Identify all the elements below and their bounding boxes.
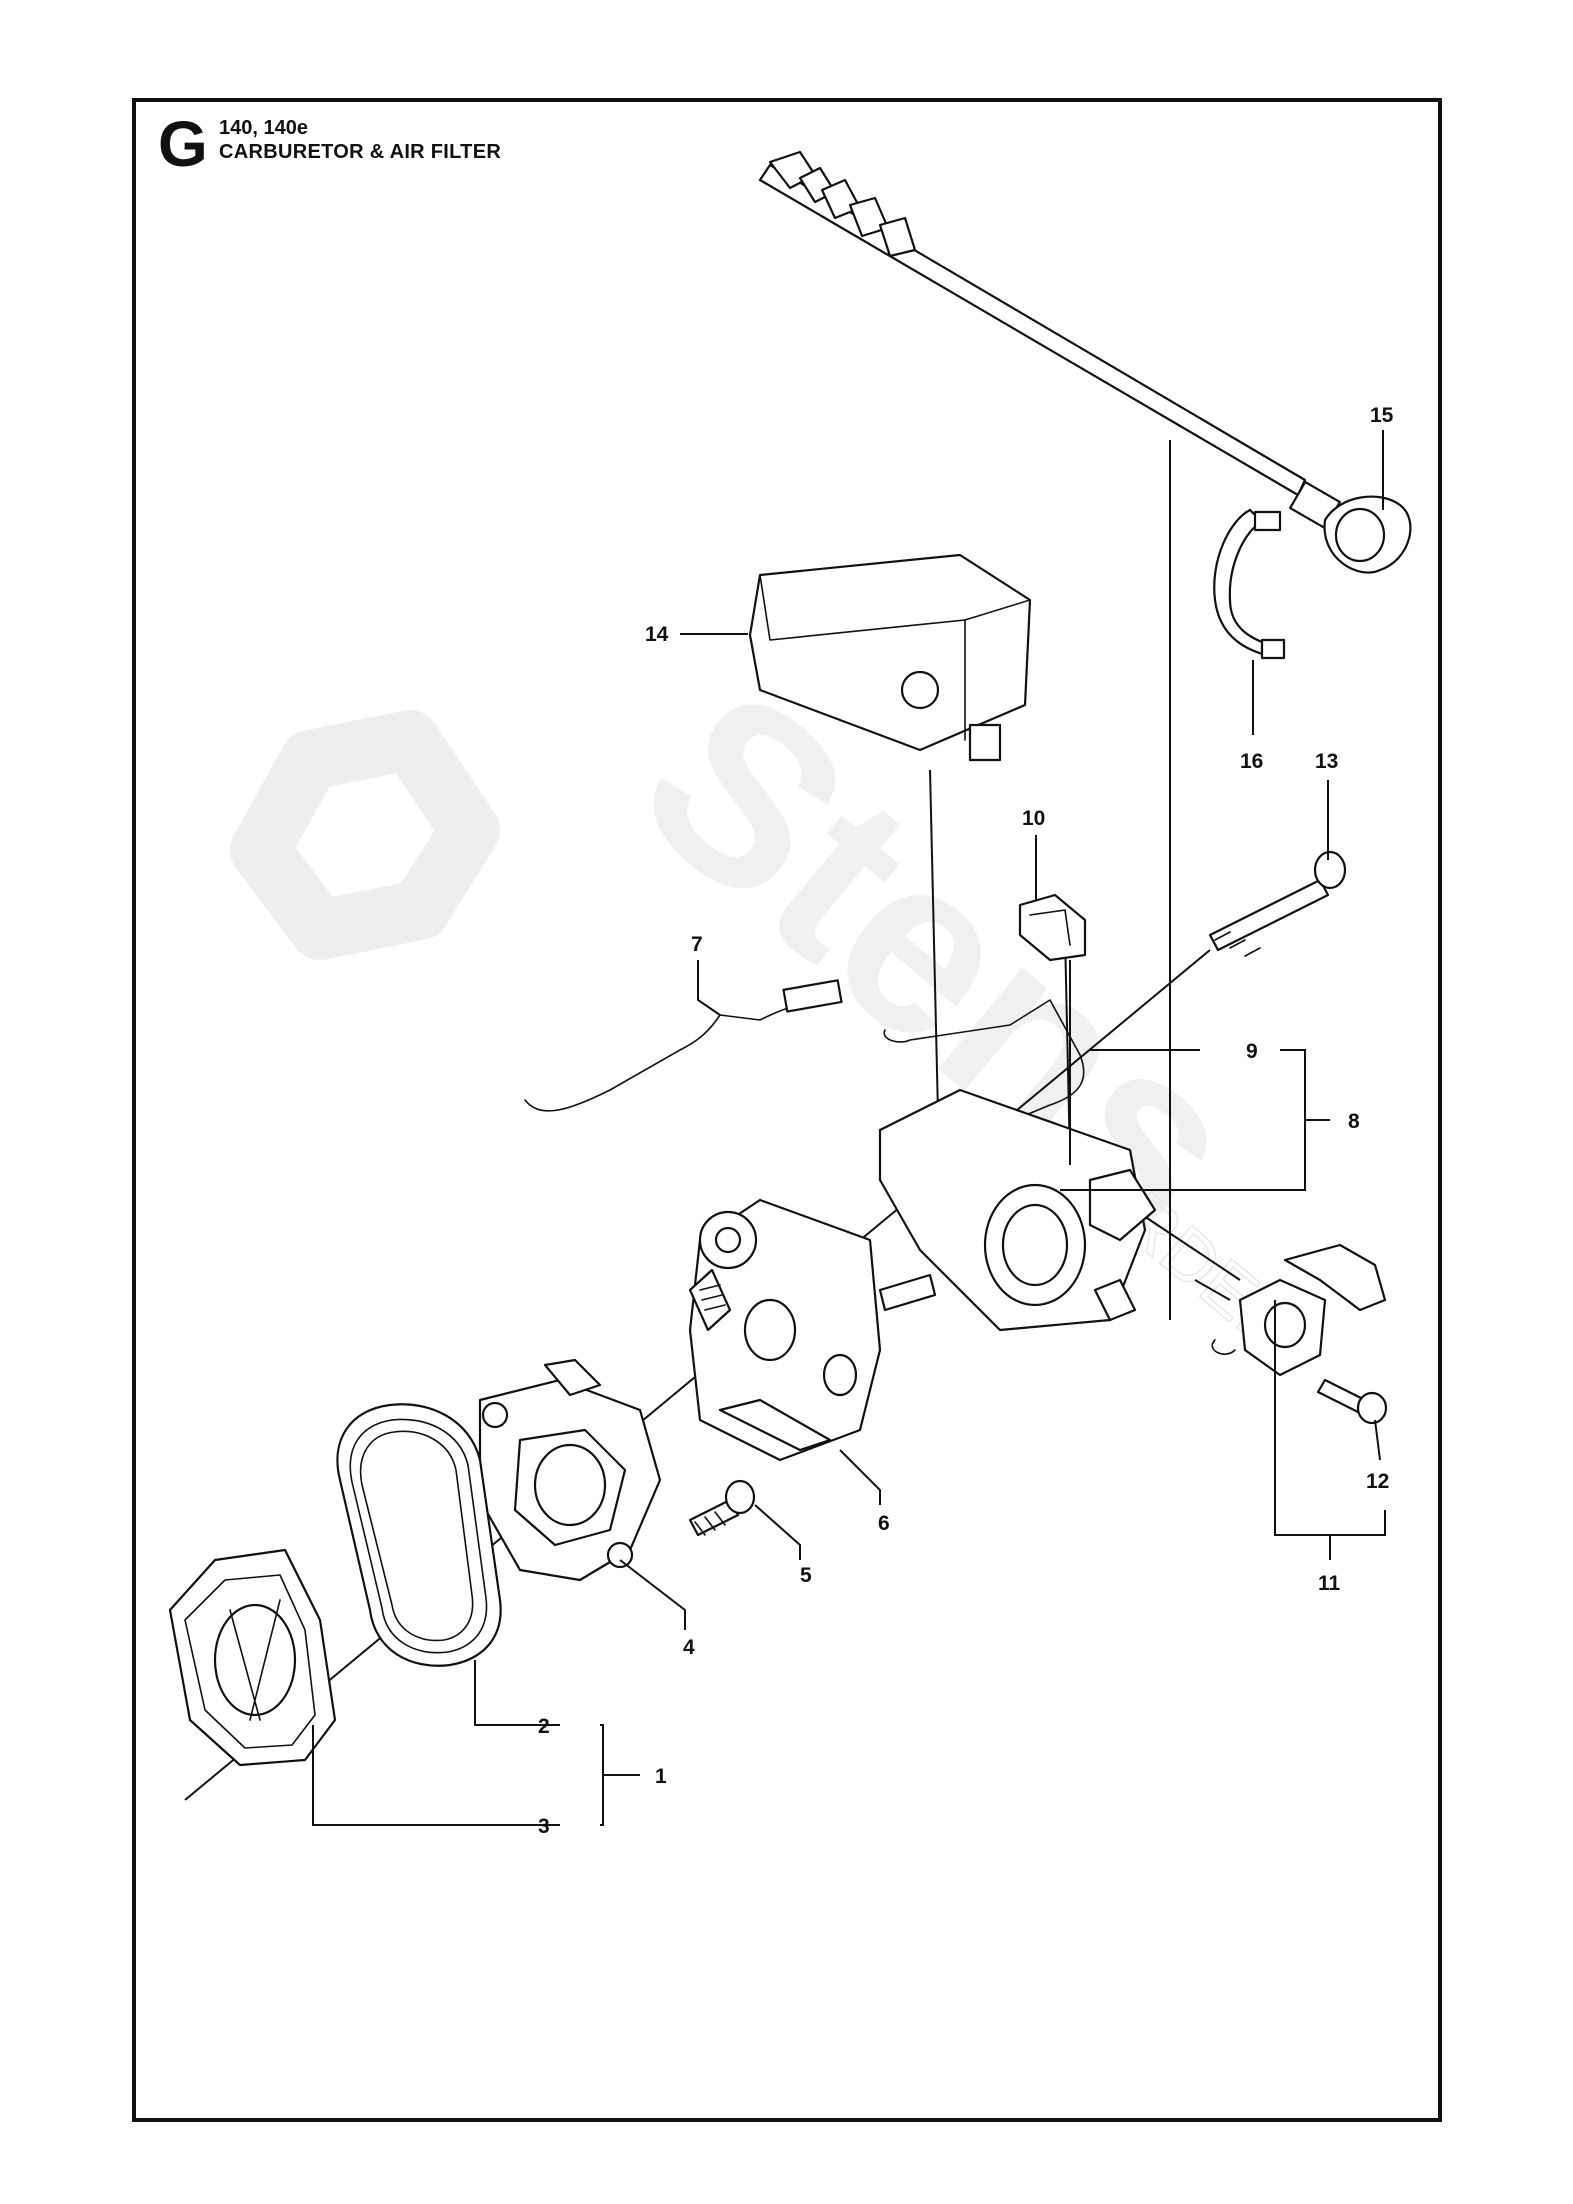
callout-6: 6: [878, 1512, 890, 1535]
intake-adapter-part: [478, 1358, 662, 1582]
choke-lever-part: [1211, 1243, 1387, 1377]
diagram-title: CARBURETOR & AIR FILTER: [219, 141, 502, 163]
callout-11: 11: [1318, 1572, 1341, 1595]
leader-lines: [312, 430, 1386, 1826]
callout-15: 15: [1370, 404, 1394, 427]
fuel-hose-part: [758, 150, 1412, 574]
callout-2: 2: [538, 1715, 550, 1738]
small-screw-part: [1316, 1378, 1388, 1425]
air-filter-cover-part: [748, 553, 1032, 762]
carburetor-housing-part: [878, 1088, 1157, 1332]
callout-13: 13: [1315, 750, 1338, 773]
carburetor-part: [688, 1198, 937, 1462]
callout-1: 1: [655, 1765, 667, 1788]
callout-3: 3: [538, 1815, 550, 1838]
screw-part: [688, 1479, 756, 1537]
air-filter-holder-part: [168, 1548, 337, 1767]
callout-10: 10: [1022, 807, 1045, 830]
callout-5: 5: [800, 1564, 812, 1587]
callout-7: 7: [691, 933, 703, 956]
callout-8: 8: [1348, 1110, 1360, 1133]
callout-9: 9: [1246, 1040, 1258, 1063]
callout-14: 14: [645, 623, 669, 646]
air-filter-part: [336, 1403, 502, 1667]
bolt-part: [1208, 850, 1347, 957]
callout-4: 4: [683, 1636, 695, 1659]
model-numbers: 140, 140e: [219, 117, 308, 139]
diagram-frame: [132, 98, 1442, 2122]
callout-12: 12: [1366, 1470, 1389, 1493]
choke-rod-part: [524, 979, 843, 1112]
section-letter: G: [158, 108, 208, 180]
clip-part: [1018, 893, 1087, 962]
callout-16: 16: [1240, 750, 1263, 773]
callout-numbers: 15 14 16 13 10 7 9 8 6 12 5 11 4 2 1 3: [538, 404, 1394, 1838]
return-hose-part: [1213, 508, 1286, 660]
